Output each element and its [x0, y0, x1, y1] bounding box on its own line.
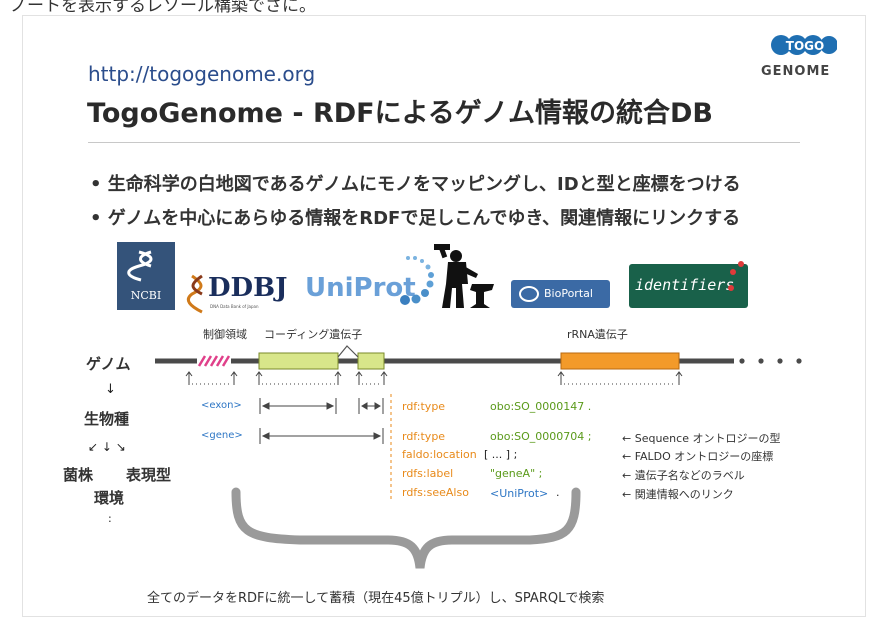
rdf-type-1: rdf:type: [402, 400, 446, 413]
rdf-type-2: rdf:type: [402, 430, 446, 443]
uniprot-ref: <UniProt>: [490, 487, 549, 500]
control-region: [197, 355, 231, 367]
label-value: "geneA" ;: [490, 467, 543, 480]
genome-label: ゲノム: [86, 355, 131, 373]
ddbj-helix-icon: [186, 274, 203, 314]
top-caption: ノートを表示するレソール構築でさに。: [10, 0, 316, 16]
identifiers-dots-icon: [728, 261, 744, 291]
intron-link: [337, 345, 359, 358]
species-label: 生物種: [84, 410, 130, 428]
exon-tag: <exon>: [201, 400, 242, 411]
ncbi-logo: NCBI: [117, 242, 175, 310]
rrna-gene: [560, 352, 680, 370]
note-label: ← 遺伝子名などのラベル: [622, 469, 745, 482]
triple-end-dot: .: [556, 486, 560, 499]
gene-tag: <gene>: [201, 430, 243, 441]
coding-gene-label: コーディング遺伝子: [264, 328, 363, 341]
down-arrow-icon: ↓: [105, 382, 116, 397]
branch-arrows-icon: ↙ ↓ ↘: [88, 440, 126, 454]
note-link: ← 関連情報へのリンク: [622, 488, 734, 501]
logo-top-text: TOGO: [786, 39, 824, 53]
exon-2: [357, 352, 385, 370]
uniprot-dots-icon: [400, 256, 434, 305]
rrna-gene-label: rRNA遺伝子: [567, 328, 628, 341]
rdfs-seealso: rdfs:seeAlso: [402, 486, 469, 499]
note-sequence-ontology: ← Sequence オントロジーの型: [622, 432, 781, 445]
uniprot-logo-text: UniProt: [305, 273, 416, 303]
bullet-2: • ゲノムを中心にあらゆる情報をRDFで足しこんでゆき、関連情報にリンクする: [90, 208, 741, 229]
note-faldo: ← FALDO オントロジーの座標: [622, 450, 774, 463]
slide: [22, 15, 866, 617]
exon-1: [258, 352, 339, 370]
bioportal-ring-icon: [519, 286, 539, 302]
ellipsis-colon: :: [108, 512, 112, 525]
ncbi-helix-icon: [127, 250, 153, 282]
exon-ranges: [259, 398, 384, 414]
ddbj-subtitle: DNA Data Bank of Japan: [210, 304, 259, 309]
so-0000147: obo:SO_0000147 .: [490, 400, 592, 413]
identifiers-logo: identifiers: [629, 261, 748, 308]
slide-title: TogoGenome - RDFによるゲノム情報の統合DB: [87, 98, 713, 129]
identifiers-label: identifiers: [635, 276, 735, 294]
control-region-label: 制御領域: [203, 328, 247, 341]
togogenome-logo-icon: TOGO: [771, 35, 837, 55]
bioportal-label: BioPortal: [544, 287, 593, 300]
environment-label: 環境: [94, 489, 125, 507]
slide-url[interactable]: http://togogenome.org: [88, 62, 316, 86]
bullet-1: • 生命科学の白地図であるゲノムにモノをマッピングし、IDと型と座標をつける: [90, 174, 741, 195]
ncbi-label: NCBI: [130, 289, 162, 302]
coordinate-markers: [185, 371, 683, 385]
slide-footer: 全てのデータをRDFに統一して蓄積（現在45億トリプル）し、SPARQLで検索: [147, 591, 605, 606]
ddbj-logo-text: DDBJ: [208, 273, 288, 303]
logo-bottom-text: GENOME: [761, 64, 831, 79]
faldo-location: faldo:location: [402, 448, 477, 461]
blacksmith-icon: [434, 244, 494, 308]
curly-brace: [231, 487, 581, 569]
rdfs-label: rdfs:label: [402, 467, 454, 480]
so-0000704: obo:SO_0000704 ;: [490, 430, 592, 443]
faldo-value: [ ... ] ;: [484, 448, 518, 461]
phenotype-label: 表現型: [126, 466, 172, 484]
strain-label: 菌株: [63, 466, 94, 484]
title-divider: [88, 142, 800, 143]
gene-range: [259, 428, 384, 444]
bioportal-logo: BioPortal: [511, 280, 610, 308]
